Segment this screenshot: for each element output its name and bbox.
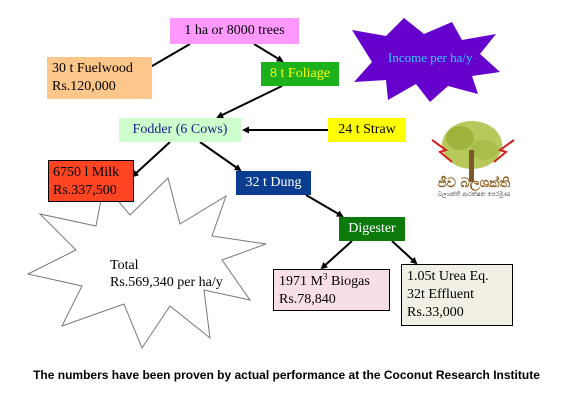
fodder-node: Fodder (6 Cows) — [119, 118, 241, 142]
biogas-qty: 1971 M — [279, 274, 323, 289]
arrow-fodder-to-milk — [131, 141, 171, 178]
arrow-fodder-to-dung — [199, 141, 242, 172]
dung-label: 32 t Dung — [245, 175, 302, 190]
milk-node: 6750 l Milk Rs.337,500 — [48, 160, 134, 202]
arrow-digester-to-urea — [391, 240, 418, 265]
biogas-name: Biogas — [327, 274, 370, 289]
biogas-value: Rs.78,840 — [279, 292, 336, 307]
biogas-node: 1971 M3 Biogas Rs.78,840 — [273, 269, 390, 311]
logo: ජීව බලශක්ති බලශක්ති ආරක්ෂක පෙරමුණ — [428, 176, 520, 199]
total-label: Total Rs.569,340 per ha/y — [110, 257, 223, 291]
urea-node: 1.05t Urea Eq. 32t Effluent Rs.33,000 — [401, 264, 513, 326]
tree-lightning-icon — [431, 121, 515, 182]
dung-node: 32 t Dung — [236, 171, 311, 195]
fuelwood-amount: 30 t Fuelwood — [52, 61, 133, 76]
arrow-dung-to-digester — [305, 194, 344, 218]
milk-amount: 6750 l Milk — [53, 165, 120, 180]
total-starburst — [26, 177, 267, 350]
income-starburst — [352, 18, 500, 102]
digester-label: Digester — [348, 221, 396, 236]
logo-subtext: බලශක්ති ආරක්ෂක පෙරමුණ — [437, 191, 511, 198]
biogas-unit-sup: 3 — [322, 271, 328, 282]
fodder-label: Fodder (6 Cows) — [132, 122, 228, 137]
straw-node: 24 t Straw — [328, 118, 406, 142]
digester-node: Digester — [339, 217, 405, 241]
fuelwood-value: Rs.120,000 — [52, 79, 116, 94]
urea-amount: 1.05t Urea Eq. — [407, 269, 489, 284]
caption: The numbers have been proven by actual p… — [33, 368, 540, 382]
income-label: Income per ha/y — [388, 50, 473, 65]
effluent-amount: 32t Effluent — [407, 287, 475, 302]
foliage-label: 8 t Foliage — [270, 66, 330, 81]
root-node: 1 ha or 8000 trees — [170, 18, 299, 44]
logo-text: ජීව බලශක්ති — [437, 176, 511, 191]
urea-value: Rs.33,000 — [407, 305, 464, 320]
arrow-root-to-foliage — [253, 43, 284, 63]
straw-label: 24 t Straw — [338, 122, 396, 137]
arrow-foliage-to-fodder — [216, 85, 283, 118]
total-value: Rs.569,340 per ha/y — [110, 275, 223, 290]
milk-value: Rs.337,500 — [53, 183, 117, 198]
foliage-node: 8 t Foliage — [261, 62, 339, 86]
fuelwood-node: 30 t Fuelwood Rs.120,000 — [47, 57, 152, 99]
root-label: 1 ha or 8000 trees — [184, 23, 285, 38]
biogas-amount: 1971 M3 Biogas — [279, 271, 384, 291]
total-heading: Total — [110, 258, 139, 273]
arrow-digester-to-biogas — [320, 240, 353, 270]
